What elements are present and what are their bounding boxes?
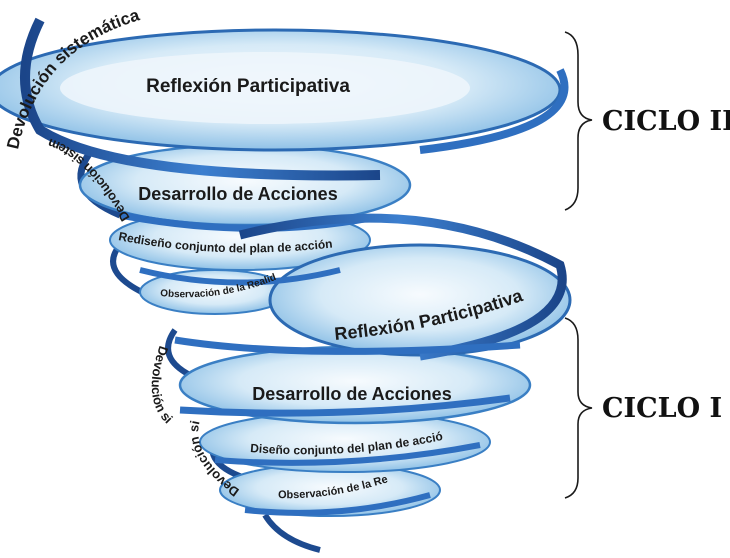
cycle-2-brace — [564, 31, 593, 211]
cycle-2-stage-reflection: Reflexión Participativa — [146, 76, 350, 97]
cycle-1-stage-action: Desarrollo de Acciones — [252, 384, 451, 404]
cycle-1-label: CICLO I — [602, 393, 722, 424]
cycle-2-stage-action: Desarrollo de Acciones — [138, 184, 337, 204]
spiral-ribbon-front — [20, 17, 569, 516]
cycle-2-label: CICLO II — [602, 106, 730, 137]
cycle-1-brace — [564, 317, 593, 499]
